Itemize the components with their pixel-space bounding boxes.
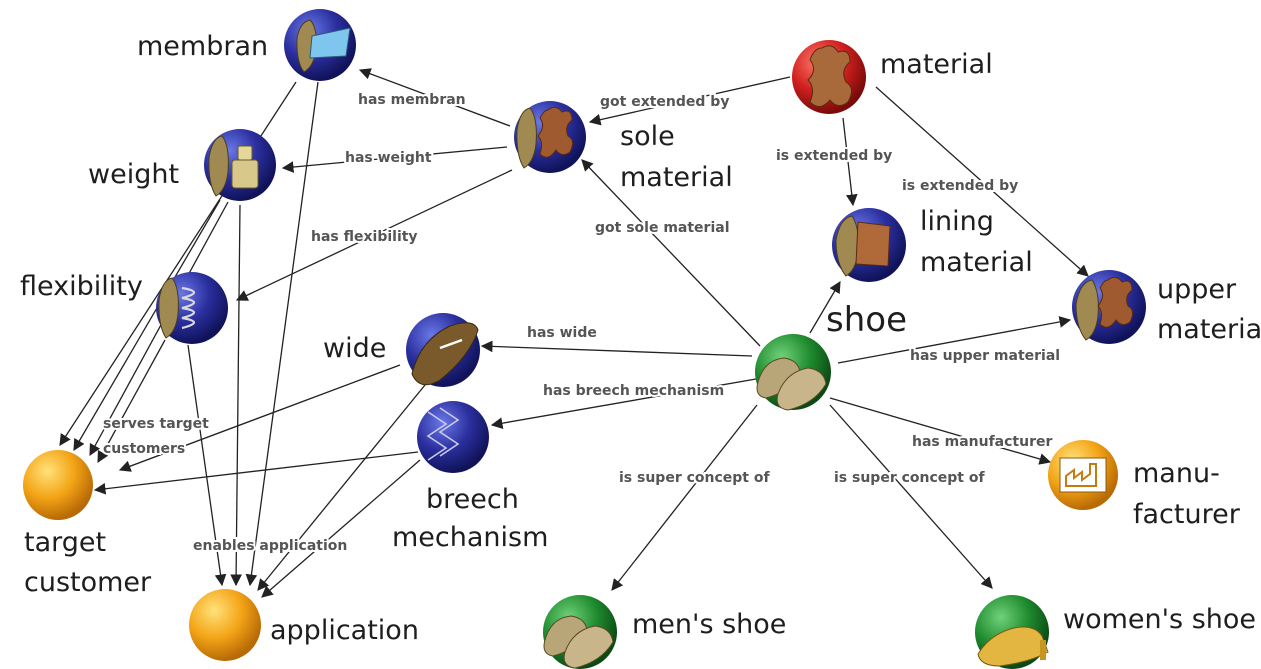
edge-label-got-extended-by: got extended by (600, 94, 729, 110)
edge-label-has-flexibility: has flexibility (311, 229, 418, 245)
edge-weight-target-2 (89, 201, 229, 457)
weight-icon (208, 135, 259, 197)
label-mens-shoe: men's shoe (632, 609, 786, 640)
edge-weight-target-1 (73, 199, 221, 452)
label-sole-2: material (620, 162, 733, 193)
label-flexibility: flexibility (20, 271, 143, 302)
edge-label-enables-application: enables application (193, 538, 347, 554)
edge-label-super-concept-womens: is super concept of (834, 470, 985, 486)
node-flexibility[interactable] (156, 272, 228, 344)
label-manu-1: manu- (1133, 458, 1220, 489)
edge-label-has-manufacturer: has manufacturer (912, 434, 1052, 450)
label-womens-shoe: women's shoe (1063, 604, 1256, 635)
edge-label-is-extended-by-upper: is extended by (902, 178, 1018, 194)
label-breech-1: breech (426, 484, 519, 515)
node-mens-shoe[interactable] (543, 595, 617, 669)
edge-membran-application (245, 81, 319, 587)
edge-label-is-extended-by-lining: is extended by (776, 148, 892, 164)
edge-label-super-concept-mens: is super concept of (619, 470, 770, 486)
edge-shoe-lining (809, 280, 841, 334)
edge-has-weight (281, 146, 508, 173)
label-lining-1: lining (920, 206, 994, 237)
upper-icon (1075, 276, 1134, 341)
leather-hide-icon (516, 106, 574, 169)
label-sole-1: sole (620, 121, 675, 152)
node-target-customer[interactable] (23, 450, 93, 520)
label-breech-2: mechanism (392, 522, 548, 553)
edge-breech-application (261, 459, 421, 598)
label-upper-2: materia (1157, 314, 1261, 345)
node-weight[interactable] (204, 129, 276, 201)
edge-label-has-wide: has wide (527, 325, 597, 341)
membrane-icon (296, 19, 351, 73)
node-manufacturer[interactable] (1048, 440, 1118, 510)
edge-flexibility-application (187, 344, 227, 587)
edge-has-manufacturer (829, 397, 1052, 465)
label-manu-2: facturer (1133, 499, 1241, 530)
edge-labels: has membran got extended by has weight i… (101, 90, 1062, 556)
label-wide: wide (323, 333, 386, 364)
edge-has-flexibility (235, 169, 513, 301)
label-lining-2: material (920, 247, 1033, 278)
label-target-2: customer (24, 567, 152, 598)
edge-label-has-upper-material: has upper material (910, 348, 1060, 364)
label-shoe: shoe (826, 300, 907, 340)
label-membran: membran (137, 31, 268, 62)
edge-label-got-sole-material: got sole material (595, 220, 730, 236)
factory-icon (1059, 457, 1107, 493)
label-weight: weight (88, 159, 179, 190)
edge-wide-application (257, 384, 426, 591)
label-upper-1: upper (1157, 274, 1237, 305)
edge-is-extended-by-lining (842, 117, 858, 207)
edge-is-extended-by-upper (875, 86, 1089, 277)
edge-label-has-membran: has membran (358, 92, 466, 108)
label-application: application (270, 615, 419, 646)
node-wide[interactable] (406, 313, 480, 387)
lining-icon (835, 215, 891, 277)
node-womens-shoe[interactable] (975, 595, 1049, 669)
label-target-1: target (24, 527, 106, 558)
shoe-width-icon (411, 322, 479, 386)
shoe-pair-icon (756, 357, 827, 411)
edge-wide-target (118, 364, 401, 472)
edge-label-has-weight: has weight (345, 150, 432, 166)
edge-has-upper-material (837, 316, 1072, 364)
node-shoe[interactable] (755, 334, 831, 411)
edge-flexibility-target (97, 339, 166, 464)
node-material[interactable] (792, 40, 866, 114)
label-material: material (880, 49, 993, 80)
node-upper-material[interactable] (1072, 270, 1146, 344)
edges (59, 68, 1089, 598)
edge-weight-application (230, 204, 242, 587)
edge-has-wide (480, 340, 753, 357)
leather-hide-icon (807, 45, 852, 107)
womens-shoe-icon (977, 626, 1049, 667)
breech-spring-icon (426, 407, 460, 461)
edge-label-has-breech-mechanism: has breech mechanism (543, 383, 724, 399)
node-sole-material[interactable] (514, 101, 586, 173)
node-membran[interactable] (284, 9, 356, 81)
edge-label-serves-2: customers (103, 441, 185, 457)
spring-icon (158, 277, 196, 339)
node-lining-material[interactable] (832, 208, 906, 282)
edge-super-concept-mens (611, 404, 758, 591)
edge-has-membran (358, 68, 511, 127)
edge-super-concept-womens (829, 404, 993, 589)
edge-got-sole-material (581, 159, 761, 347)
mens-shoe-icon (543, 615, 614, 669)
edge-label-serves-1: serves target (103, 416, 209, 432)
edge-breech-target (93, 451, 419, 495)
node-application[interactable] (189, 589, 261, 661)
node-breech-mechanism[interactable] (417, 401, 489, 473)
edge-has-breech-mechanism (490, 378, 757, 429)
edge-got-extended-by (588, 76, 791, 126)
